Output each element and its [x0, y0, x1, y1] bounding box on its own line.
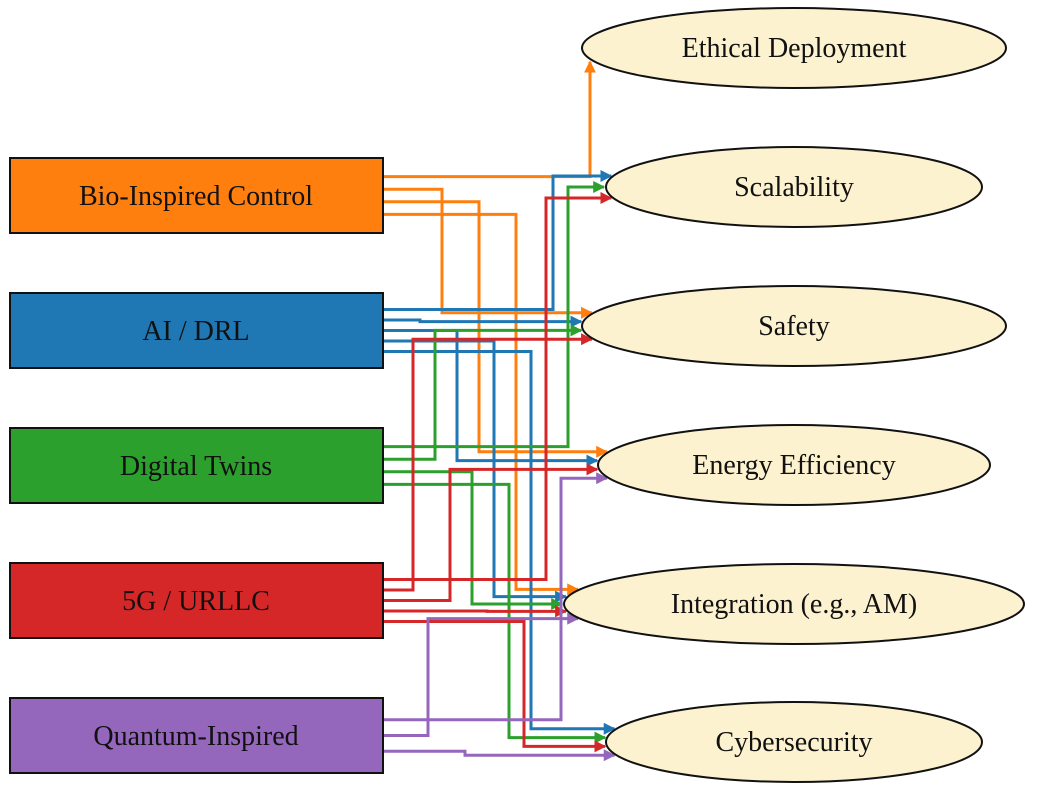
target-cybersecurity: Cybersecurity — [605, 701, 983, 783]
edge-dt-to-integ — [384, 470, 564, 610]
edge-dt-to-safety — [384, 324, 583, 461]
edge-5g-to-safety — [384, 333, 594, 592]
edge-dt-to-scal — [384, 181, 606, 449]
source-5g-urllc: 5G / URLLC — [9, 562, 384, 639]
edge-bio-to-safety — [384, 187, 594, 319]
source-bio-inspired-control: Bio-Inspired Control — [9, 157, 384, 234]
target-label: Scalability — [734, 172, 854, 203]
edge-5g-to-cyber — [384, 620, 607, 753]
target-label: Energy Efficiency — [692, 450, 895, 481]
edge-bio-to-energy — [384, 200, 609, 458]
edge-bio-to-integ — [384, 212, 580, 596]
target-integration: Integration (e.g., AM) — [563, 563, 1025, 645]
source-label: Digital Twins — [120, 451, 272, 482]
target-ethical-deployment: Ethical Deployment — [581, 7, 1007, 89]
target-label: Ethical Deployment — [682, 33, 907, 64]
edge-qi-to-cyber — [384, 749, 616, 762]
edge-bio-to-ethical — [384, 60, 596, 179]
edge-qi-to-integ — [384, 612, 580, 737]
source-label: 5G / URLLC — [122, 586, 270, 617]
edge-ai-to-scal — [384, 170, 613, 311]
source-digital-twins: Digital Twins — [9, 427, 384, 504]
edge-ai-to-cyber — [384, 350, 616, 735]
edge-ai-to-safety — [384, 315, 583, 328]
target-label: Safety — [758, 311, 830, 342]
edges-layer — [384, 60, 616, 762]
source-label: Bio-Inspired Control — [79, 181, 313, 212]
edge-5g-to-energy — [384, 463, 599, 602]
source-ai-drl: AI / DRL — [9, 292, 384, 369]
target-label: Cybersecurity — [715, 727, 872, 758]
target-safety: Safety — [581, 285, 1007, 367]
target-scalability: Scalability — [605, 146, 983, 228]
edge-qi-to-energy — [384, 472, 609, 722]
target-energy-efficiency: Energy Efficiency — [597, 424, 991, 506]
edge-ai-to-energy — [384, 329, 599, 467]
source-label: Quantum-Inspired — [93, 721, 298, 752]
sources-layer: Bio-Inspired Control AI / DRL Digital Tw… — [9, 157, 384, 774]
target-label: Integration (e.g., AM) — [671, 589, 918, 620]
edge-5g-to-scal — [384, 192, 613, 581]
source-quantum-inspired: Quantum-Inspired — [9, 697, 384, 774]
targets-layer: Ethical Deployment Scalability Safety En… — [563, 7, 1025, 783]
source-label: AI / DRL — [142, 316, 249, 347]
